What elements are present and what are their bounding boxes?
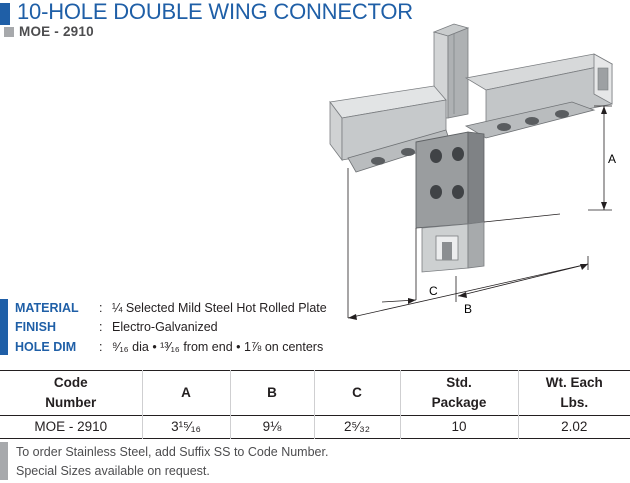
spec-label: MATERIAL <box>15 301 79 315</box>
page-title: 10-HOLE DOUBLE WING CONNECTOR <box>17 0 413 24</box>
header-line: B <box>267 385 277 400</box>
specs-accent-bar <box>0 299 8 355</box>
cell-weight: 2.02 <box>517 415 630 439</box>
header-line: Wt. Each <box>545 375 603 390</box>
dimension-a-label: A <box>608 152 616 166</box>
spec-colon: : <box>99 301 103 315</box>
cell-code-number: MOE - 2910 <box>34 419 108 434</box>
note-stainless: To order Stainless Steel, add Suffix SS … <box>16 445 329 459</box>
spec-value: ⁹⁄₁₆ dia • ¹³⁄₁₆ from end • 1⅞ on center… <box>112 340 324 354</box>
part-number: MOE - 2910 <box>19 24 94 39</box>
cell-c: 2⁵⁄₃₂ <box>313 415 400 439</box>
spec-value: ¼ Selected Mild Steel Hot Rolled Plate <box>112 301 327 315</box>
dimension-b-line <box>347 263 589 319</box>
spec-colon: : <box>99 340 103 354</box>
table-row: MOE - 2910 3¹⁵⁄₁₆ 9⅛ 2⁵⁄₃₂ 10 2.02 <box>0 415 630 439</box>
column-header-b: B <box>229 370 314 416</box>
spec-value: Electro-Galvanized <box>112 320 218 334</box>
column-header-a: A <box>141 370 230 416</box>
cell-b: 9⅛ <box>229 415 314 439</box>
vertical-channel-side <box>447 27 469 119</box>
header-line: Std. <box>446 375 472 390</box>
header-line: Lbs. <box>560 395 589 410</box>
spec-label: FINISH <box>15 320 56 334</box>
header-line: Number <box>45 395 97 410</box>
cell-std-package: 10 <box>399 415 518 439</box>
spec-label: HOLE DIM <box>15 340 77 354</box>
connector-illustration: A C B <box>329 23 616 320</box>
column-header-std-package: Std. Package <box>399 370 518 416</box>
note-special-sizes: Special Sizes available on request. <box>16 464 210 478</box>
spec-colon: : <box>99 320 103 334</box>
notes-accent-bar <box>0 442 8 480</box>
title-accent-bar <box>0 3 10 25</box>
dimension-c-label: C <box>429 284 438 298</box>
column-header-c: C <box>313 370 400 416</box>
dimension-b-label: B <box>464 302 472 316</box>
subtitle-square <box>4 27 14 37</box>
header-line: Code <box>53 375 88 390</box>
header-line: A <box>181 385 191 400</box>
header-line: C <box>352 385 362 400</box>
header-line: Package <box>431 395 487 410</box>
center-tee-plate <box>415 131 469 229</box>
cell-a: 3¹⁵⁄₁₆ <box>141 415 230 439</box>
